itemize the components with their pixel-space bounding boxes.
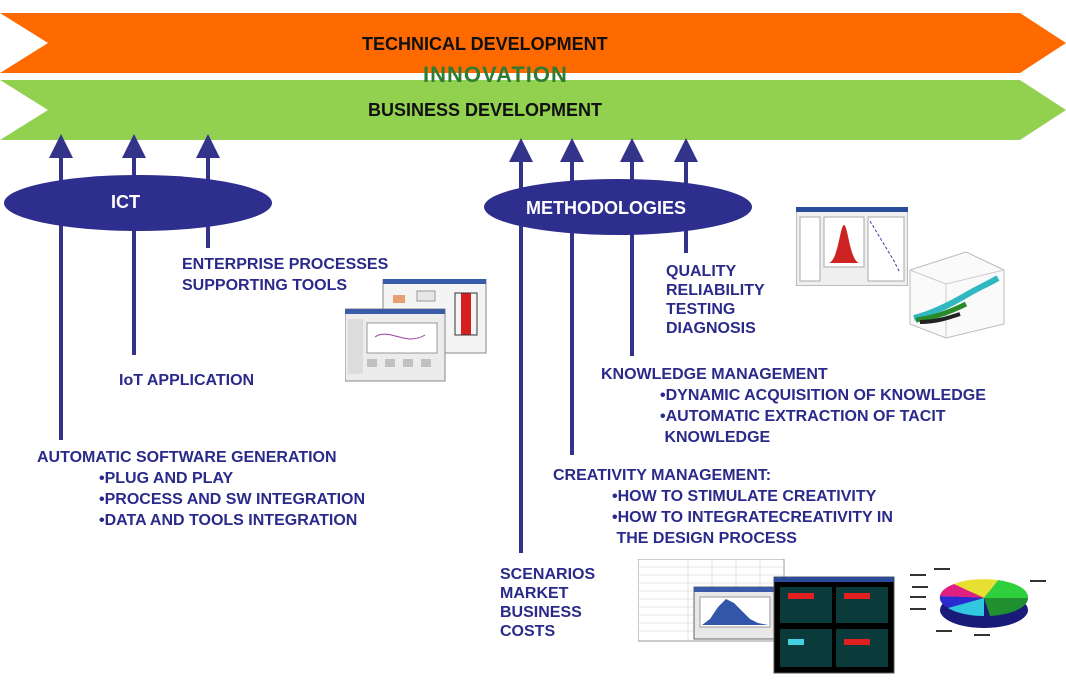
ict-label: ICT [111, 192, 140, 212]
creativity-management-label: CREATIVITY MANAGEMENT: •HOW TO STIMULATE… [553, 467, 893, 547]
software-generation-label: AUTOMATIC SOFTWARE GENERATION •PLUG AND … [37, 449, 366, 529]
quality-statistics-screenshot [796, 207, 908, 286]
scatter-3d-screenshot [909, 251, 1005, 339]
business-development-label: BUSINESS DEVELOPMENT [368, 100, 603, 120]
technical-development-banner [0, 13, 1066, 73]
pie-chart-screenshot [910, 568, 1046, 636]
business-development-banner [0, 80, 1066, 140]
ict-ellipse [4, 175, 272, 231]
quality-label: QUALITY RELIABILITY TESTING DIAGNOSIS [666, 263, 765, 337]
methodologies-label: METHODOLOGIES [526, 198, 687, 218]
innovation-label: INNOVATION [423, 62, 568, 87]
technical-development-label: TECHNICAL DEVELOPMENT [362, 34, 608, 54]
enterprise-processes-label: ENTERPRISE PROCESSES SUPPORTING TOOLS [182, 256, 389, 294]
cost-analysis-screenshot [638, 559, 895, 674]
enterprise-tools-screenshot [345, 279, 487, 382]
knowledge-management-label: KNOWLEDGE MANAGEMENT •DYNAMIC ACQUISITIO… [601, 366, 986, 446]
scenarios-label: SCENARIOS MARKET BUSINESS COSTS [500, 566, 596, 640]
iot-application-label: IoT APPLICATION [119, 372, 255, 389]
methodologies-ellipse [484, 179, 752, 235]
